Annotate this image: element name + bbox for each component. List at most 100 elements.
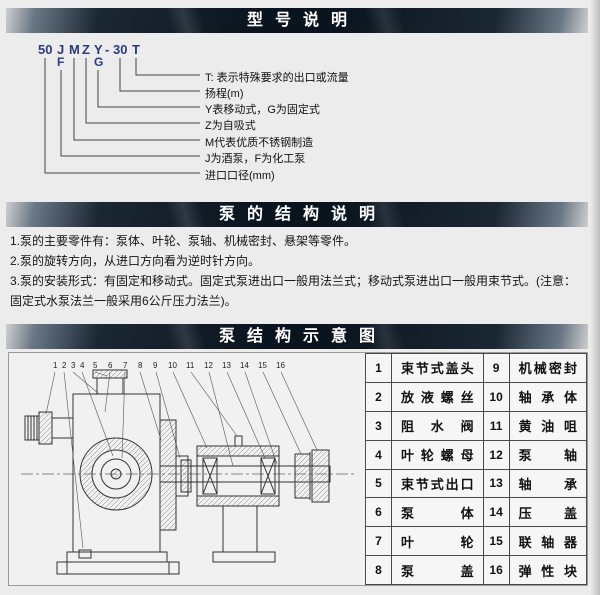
part-number-2: 2 [62,361,67,370]
table-row: 3 阻水阀 11 黄油咀 [365,410,588,441]
part-numbers: 1 2 3 4 5 6 7 8 9 10 11 12 13 14 15 16 [53,361,285,370]
model-code-y: Y [94,42,103,57]
part-number-16: 16 [276,361,285,370]
model-code-label-head: 扬程(m) [205,88,244,100]
part-number-cell: 1 [365,353,392,383]
part-number-1: 1 [53,361,58,370]
impeller-nut [110,468,122,480]
inlet-union [24,411,74,445]
note-paragraph-2: 2.泵的旋转方向，从进口方向看为逆时针方向。 [10,254,261,268]
part-number-cell: 15 [482,526,510,557]
part-number-6: 6 [108,361,113,370]
part-name-cell: 轴承体 [508,381,588,412]
part-number-10: 10 [168,361,177,370]
part-number-cell: 11 [482,410,510,441]
drain-screw [78,549,92,559]
part-number-cell: 16 [482,555,510,585]
model-code-head: 30 [113,42,128,57]
bearing-housing [196,435,280,507]
note-paragraph-1: 1.泵的主要零件有：泵体、叶轮、泵轴、机械密封、悬架等零件。 [10,234,357,248]
part-number-cell: 7 [365,526,392,557]
pump-drawing-area: 1 2 3 4 5 6 7 8 9 10 11 12 13 14 15 16 [9,353,365,585]
model-code-t: T [132,42,140,57]
gland [180,459,192,493]
part-name-cell: 黄油咀 [508,410,588,441]
table-row: 6 泵体 14 压盖 [365,497,588,528]
part-name-cell: 叶轮 [391,526,484,557]
impeller [100,458,132,490]
banner-model-title: 型号说明 [6,8,588,33]
pump-cover [159,419,177,531]
grease-nipple [234,435,243,447]
leader-lines [45,371,318,549]
banner-structure-title: 泵的结构说明 [6,202,588,227]
part-number-5: 5 [93,361,98,370]
part-name-cell: 轴承 [508,468,588,499]
part-name-cell: 叶轮螺母 [391,439,484,470]
part-number-7: 7 [123,361,128,370]
table-row: 2 放液螺丝 10 轴承体 [365,381,588,412]
model-code-z: Z [82,42,90,57]
banner-diagram-title-text: 泵结构示意图 [218,328,387,345]
part-name-cell: 压盖 [508,497,588,528]
model-code-dash: - [105,42,110,57]
part-number-cell: 14 [482,497,510,528]
banner-structure-title-text: 泵的结构说明 [218,206,387,223]
model-code-g: G [94,55,104,69]
part-name-cell: 联轴器 [508,526,588,557]
part-name-cell: 束节式出口 [391,468,484,499]
part-number-cell: 4 [365,439,392,470]
banner-diagram-title: 泵结构示意图 [6,324,588,349]
part-name-cell: 泵盖 [391,555,484,585]
part-name-cell: 机械密封 [508,353,588,383]
part-name-cell: 泵轴 [508,439,588,470]
outlet-union [96,377,124,395]
model-code-label-selfprime: Z为自吸式 [205,120,256,132]
part-number-8: 8 [138,361,143,370]
diagram-section: 1 2 3 4 5 6 7 8 9 10 11 12 13 14 15 16 [8,352,588,586]
coupling [294,449,330,503]
table-row: 1 束节式盖头 9 机械密封 [365,353,588,383]
part-number-3: 3 [71,361,76,370]
model-code-f: F [57,55,65,69]
banner-model-title-text: 型号说明 [246,12,359,29]
part-name-cell: 放液螺丝 [391,381,484,412]
part-number-cell: 9 [482,353,510,383]
structure-notes: 1.泵的主要零件有：泵体、叶轮、泵轴、机械密封、悬架等零件。 2.泵的旋转方向，… [10,231,584,311]
model-code-label-pumptype: J为酒泵，F为化工泵 [205,153,306,165]
part-number-15: 15 [258,361,267,370]
part-name-cell: 弹性块 [508,555,588,585]
table-row: 7 叶轮 15 联轴器 [365,526,588,557]
part-number-cell: 8 [365,555,392,585]
part-number-11: 11 [186,361,195,370]
table-row: 5 束节式出口 13 轴承 [365,468,588,499]
note-paragraph-3: 3.泵的安装形式：有固定和移动式。固定式泵进出口一般用法兰式；移动式泵进出口一般… [10,274,577,308]
part-name-cell: 泵体 [391,497,484,528]
part-number-14: 14 [240,361,249,370]
pump-casing [72,369,161,559]
part-number-cell: 5 [365,468,392,499]
part-number-4: 4 [80,361,85,370]
model-code-label-steel: M代表优质不锈钢制造 [205,137,314,149]
table-row: 8 泵盖 16 弹性块 [365,555,588,585]
part-number-cell: 3 [365,410,392,441]
model-code-label-t: T: 表示特殊要求的出口或流量 [205,72,349,84]
part-number-cell: 2 [365,381,392,412]
pump-base [56,506,276,575]
part-number-9: 9 [153,361,158,370]
part-number-cell: 12 [482,439,510,470]
part-name-cell: 束节式盖头 [391,353,484,383]
pump-shaft [159,465,331,483]
part-number-cell: 6 [365,497,392,528]
part-number-13: 13 [222,361,231,370]
part-number-cell: 10 [482,381,510,412]
part-number-cell: 13 [482,468,510,499]
parts-table: 1 束节式盖头 9 机械密封 2 放液螺丝 10 轴承体 3 阻水阀 11 黄油… [365,353,588,585]
table-row: 4 叶轮螺母 12 泵轴 [365,439,588,470]
model-code-label-mobile: Y表移动式，G为固定式 [205,104,320,116]
bearings [202,457,276,495]
part-name-cell: 阻水阀 [391,410,484,441]
model-code-inlet: 50 [38,42,53,57]
model-code-j: J [57,42,65,57]
